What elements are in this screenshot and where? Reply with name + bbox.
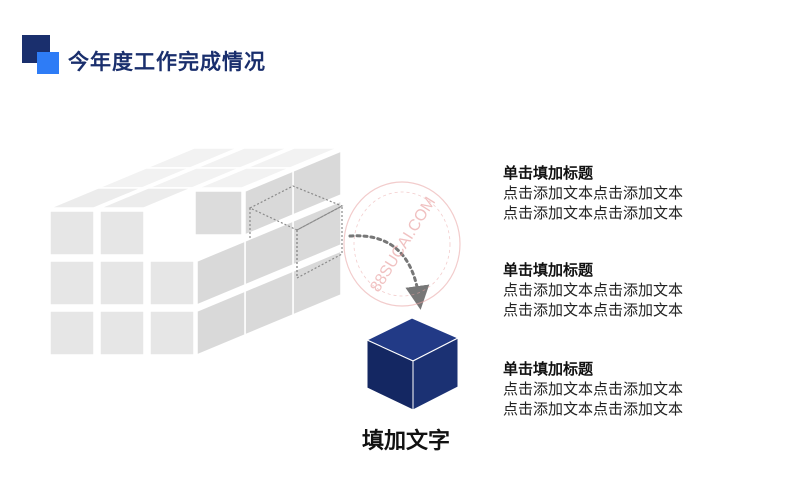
cube-side-face bbox=[196, 289, 246, 357]
cube-front-face bbox=[99, 260, 145, 306]
watermark-seal: 88SUCAI.COM bbox=[343, 181, 461, 307]
move-arrow bbox=[348, 234, 430, 310]
highlight-cube bbox=[366, 317, 459, 411]
text-block-line[interactable]: 点击添加文本点击添加文本 bbox=[503, 204, 684, 222]
page-title: 今年度工作完成情况 bbox=[68, 50, 266, 74]
cube-front-face bbox=[49, 310, 95, 356]
cube-top-face bbox=[99, 187, 193, 209]
title-decoration bbox=[22, 35, 62, 75]
text-block-3: 单击填加标题 点击添加文本点击添加文本 点击添加文本点击添加文本 bbox=[503, 359, 733, 419]
cube-side-face bbox=[244, 169, 294, 237]
text-block-line[interactable]: 点击添加文本点击添加文本 bbox=[503, 400, 684, 418]
text-block-2: 单击填加标题 点击添加文本点击添加文本 点击添加文本点击添加文本 bbox=[503, 260, 733, 320]
text-block-1: 单击填加标题 点击添加文本点击添加文本 点击添加文本点击添加文本 bbox=[503, 163, 733, 223]
text-block-title[interactable]: 单击填加标题 bbox=[503, 261, 594, 279]
text-block-line[interactable]: 点击添加文本点击添加文本 bbox=[503, 301, 684, 319]
cube-front-face bbox=[49, 260, 95, 306]
text-block-line[interactable]: 点击添加文本点击添加文本 bbox=[503, 281, 684, 299]
cube-side-face bbox=[196, 239, 246, 307]
text-block-line[interactable]: 点击添加文本点击添加文本 bbox=[503, 184, 684, 202]
cube-back-face bbox=[194, 190, 243, 236]
cube-caption: 填加文字 bbox=[362, 429, 451, 454]
cube-front-face bbox=[99, 310, 145, 356]
title-square-light bbox=[37, 52, 59, 74]
cube-front-face bbox=[149, 260, 195, 306]
watermark-text: 88SUCAI.COM bbox=[367, 194, 439, 295]
cube-front-face bbox=[149, 310, 195, 356]
text-block-title[interactable]: 单击填加标题 bbox=[503, 164, 594, 182]
cube-top-face bbox=[197, 167, 291, 189]
text-block-title[interactable]: 单击填加标题 bbox=[503, 360, 594, 378]
missing-cube-outline bbox=[248, 185, 344, 279]
text-block-line[interactable]: 点击添加文本点击添加文本 bbox=[503, 380, 684, 398]
cube-grid bbox=[49, 147, 342, 357]
cube-front-face bbox=[49, 210, 95, 256]
cube-front-face bbox=[99, 210, 145, 256]
cube-top-face bbox=[49, 187, 143, 209]
